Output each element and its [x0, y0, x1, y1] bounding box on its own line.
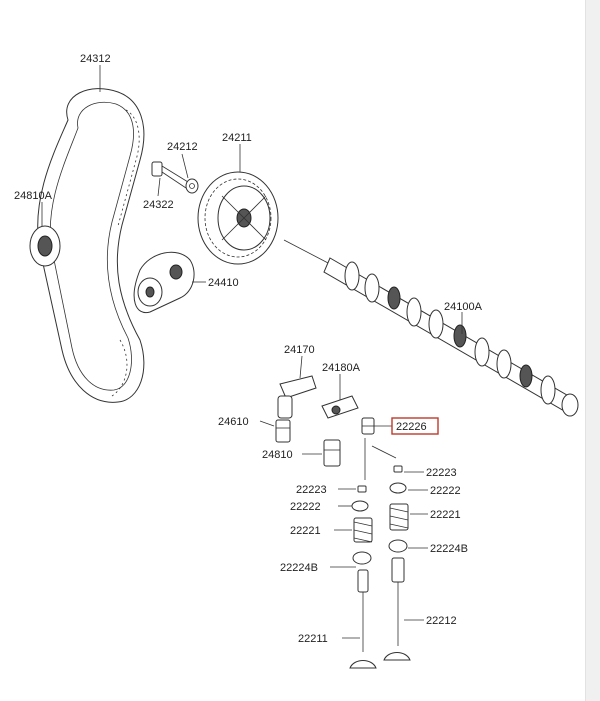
label-24212: 24212 — [167, 141, 198, 153]
label-22224B-left: 22224B — [280, 562, 318, 574]
hydraulic-lifter[interactable] — [323, 439, 341, 467]
label-24410: 24410 — [208, 277, 239, 289]
label-24170: 24170 — [284, 344, 315, 356]
label-24211: 24211 — [222, 132, 252, 144]
label-24322: 24322 — [143, 199, 174, 211]
cam-sprocket[interactable] — [197, 171, 279, 265]
label-24810: 24810 — [262, 449, 293, 461]
highlight-box[interactable] — [391, 417, 439, 435]
rocker-arm-intake[interactable] — [277, 375, 317, 419]
page-edge — [585, 0, 600, 701]
label-22223-right: 22223 — [426, 467, 457, 479]
label-22223-left: 22223 — [296, 484, 327, 496]
label-24180A: 24180A — [322, 362, 361, 374]
label-24810A: 24810A — [14, 190, 53, 202]
label-24100A: 24100A — [444, 301, 483, 313]
label-22221-left: 22221 — [290, 525, 321, 537]
lash-adjuster[interactable] — [275, 419, 291, 443]
belt-tensioner[interactable] — [133, 251, 195, 314]
valve-assembly-left[interactable] — [349, 438, 377, 669]
tensioner-bolt[interactable] — [151, 161, 199, 194]
camshaft[interactable] — [283, 239, 579, 417]
label-24610: 24610 — [218, 416, 249, 428]
label-22226: 22226 — [396, 421, 427, 433]
label-22224B-right: 22224B — [430, 543, 468, 555]
valve-stem-cap[interactable] — [361, 417, 375, 435]
label-22211: 22211 — [298, 633, 328, 645]
label-22222-left: 22222 — [290, 501, 321, 513]
label-22212: 22212 — [426, 615, 457, 627]
label-22221-right: 22221 — [430, 509, 461, 521]
valve-assembly-right[interactable] — [371, 445, 411, 661]
rocker-arm-exhaust[interactable] — [321, 395, 359, 419]
label-22222-right: 22222 — [430, 485, 461, 497]
label-24312: 24312 — [80, 53, 111, 65]
idler-pulley[interactable] — [29, 225, 61, 267]
